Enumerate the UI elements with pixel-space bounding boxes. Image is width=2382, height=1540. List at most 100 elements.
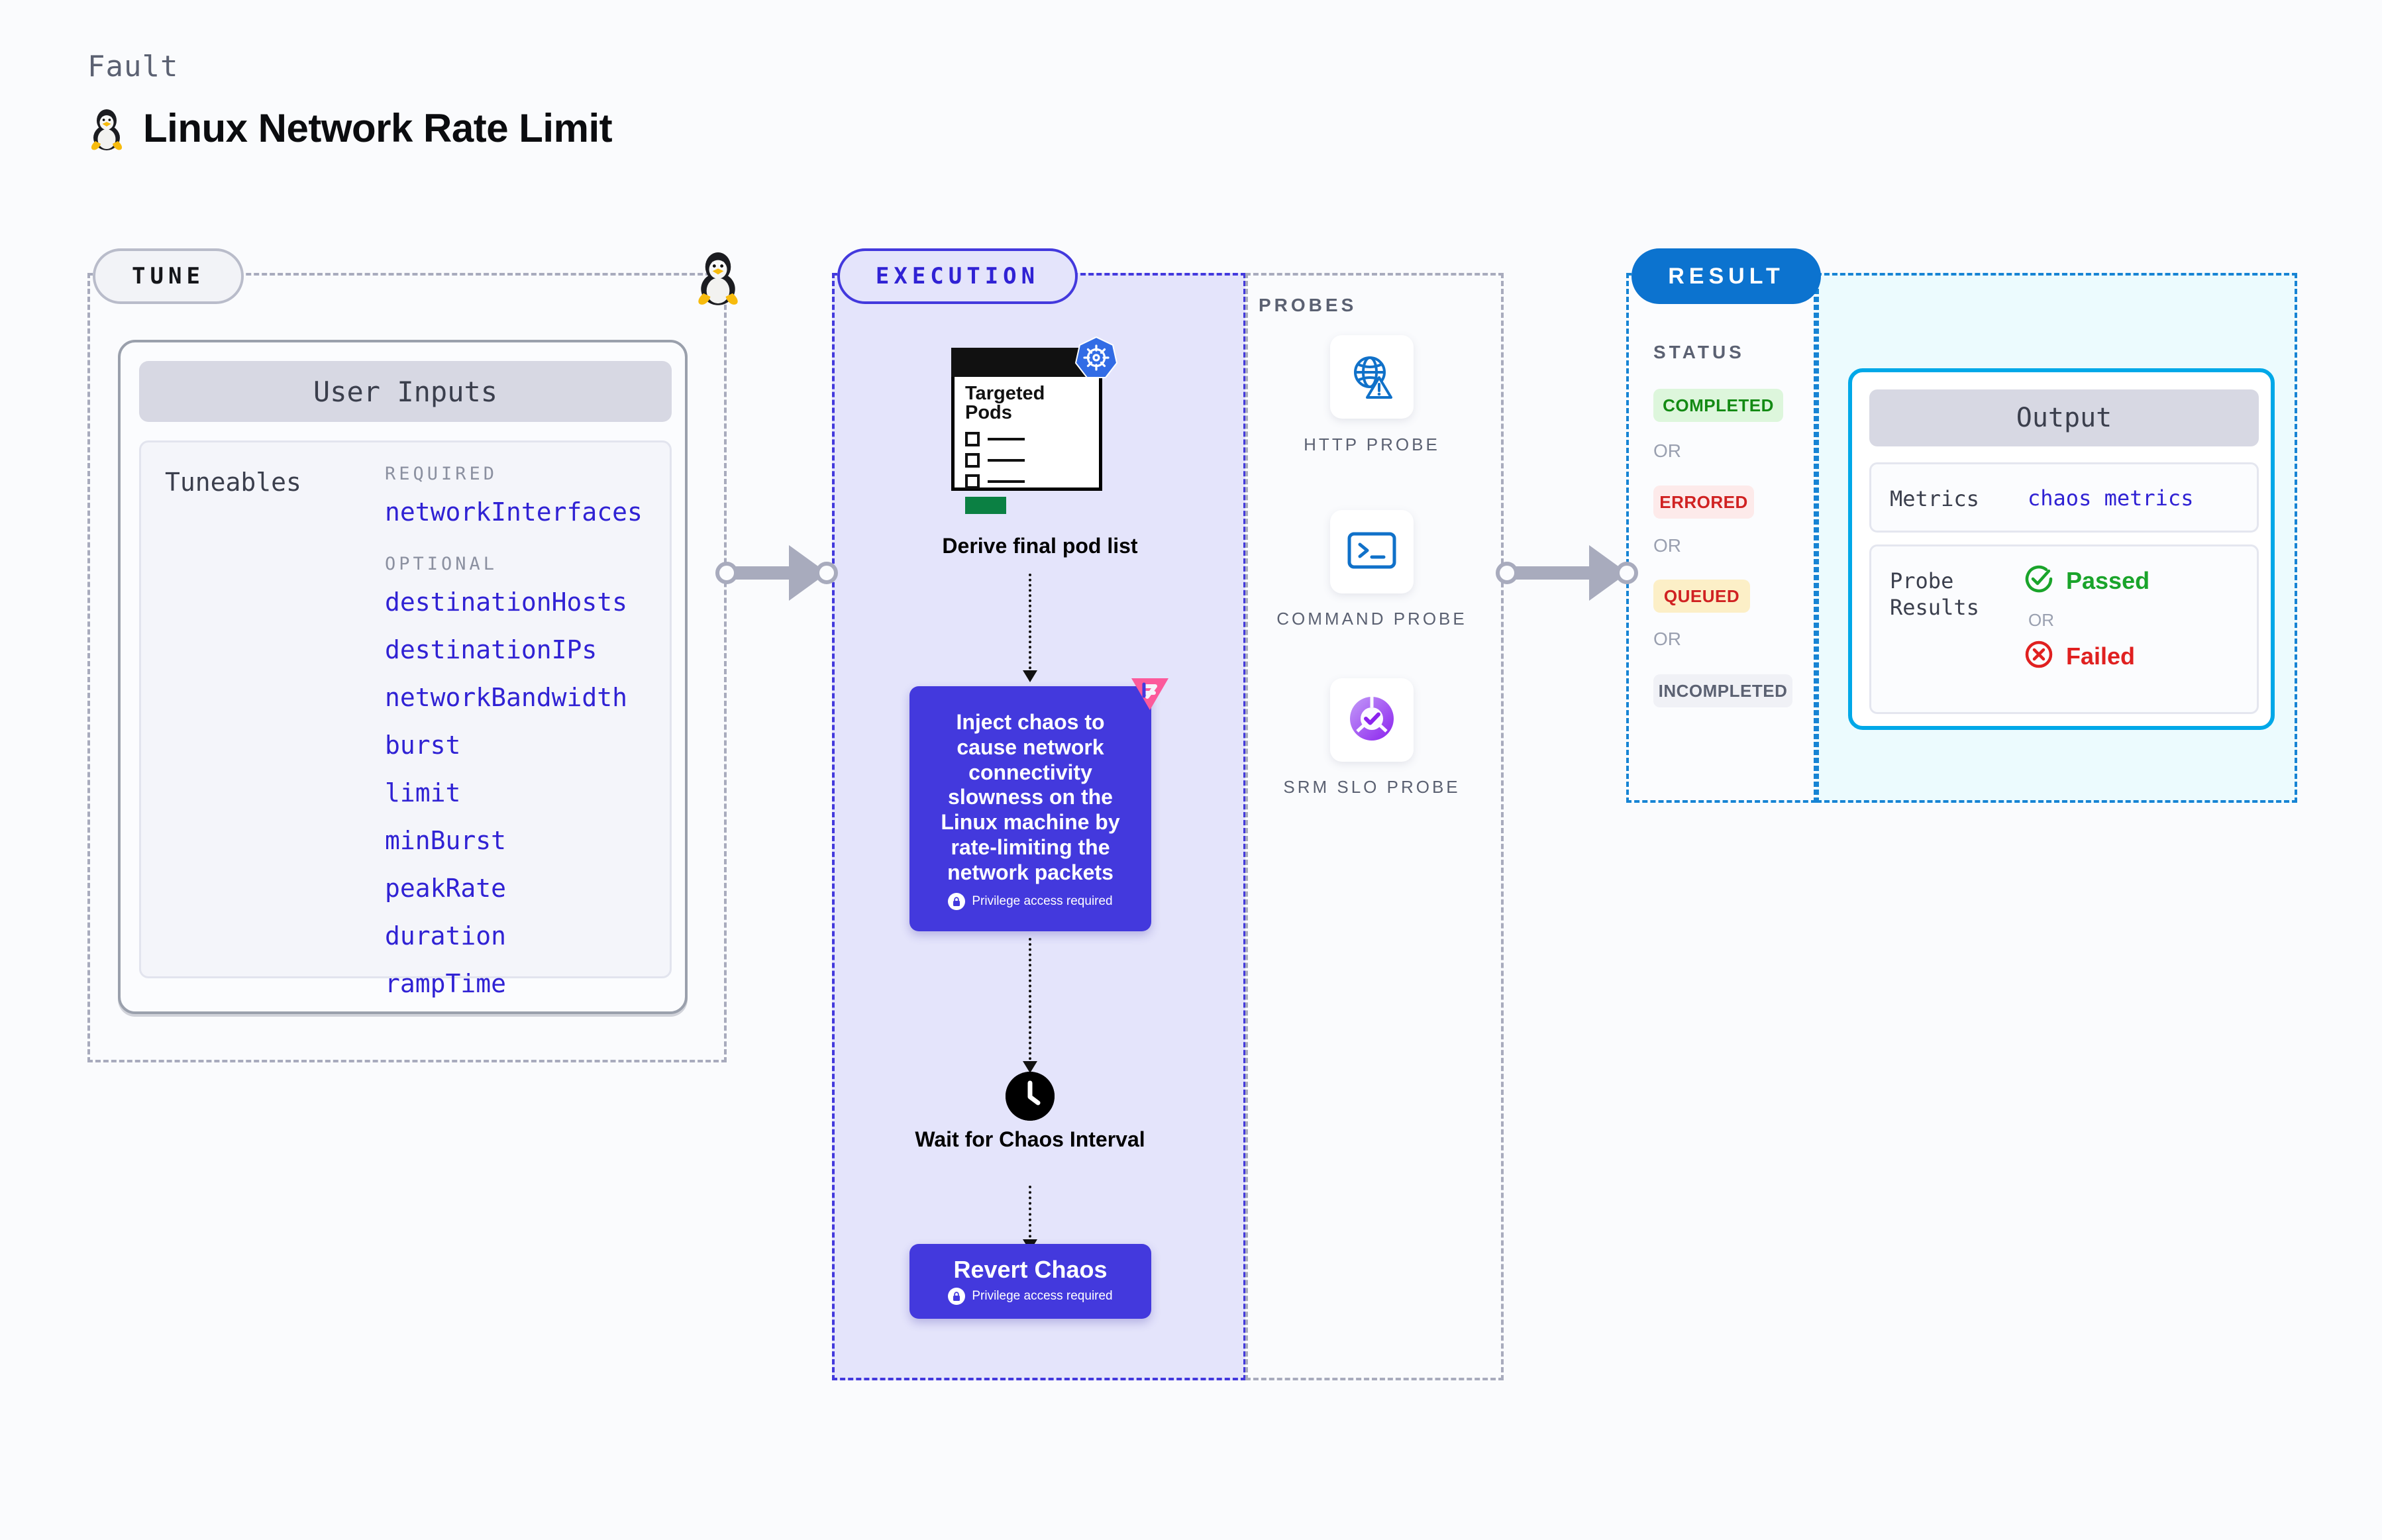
clipboard-row xyxy=(965,453,1025,468)
clipboard-row xyxy=(965,474,1025,489)
tuneable-destinationips[interactable]: destinationIPs xyxy=(385,635,597,664)
targeted-pods-clipboard: Targeted Pods xyxy=(951,348,1102,514)
status-or-1: OR xyxy=(1653,440,1681,461)
check-circle-icon xyxy=(2024,564,2054,597)
tuneables-body: Tuneables REQUIRED networkInterfaces OPT… xyxy=(139,440,672,998)
tuneable-networkbandwidth[interactable]: networkBandwidth xyxy=(385,683,628,712)
status-badge-completed: COMPLETED xyxy=(1653,389,1783,422)
checkbox-icon xyxy=(965,453,980,468)
status-badge-incompleted: INCOMPLETED xyxy=(1653,674,1792,707)
probe-result-failed-row: Failed xyxy=(2024,639,2135,673)
inject-privilege-note-row: Privilege access required xyxy=(909,893,1151,910)
lock-icon xyxy=(948,1288,966,1305)
status-badge-queued: QUEUED xyxy=(1653,580,1750,613)
execution-badge-label: EXECUTION xyxy=(875,263,1040,289)
tuneables-optional-group: OPTIONAL destinationHosts destinationIPs… xyxy=(385,554,627,1017)
result-badge[interactable]: RESULT xyxy=(1631,248,1821,304)
status-badge-errored-label: ERRORED xyxy=(1659,491,1748,512)
probes-panel-region xyxy=(1245,273,1504,1380)
clipboard-row xyxy=(965,432,1025,446)
page-title-row: Linux Network Rate Limit xyxy=(87,105,613,151)
targeted-pods-node: Targeted Pods xyxy=(951,336,1118,514)
probe-result-or: OR xyxy=(2028,610,2054,630)
derive-pod-list-label: Derive final pod list xyxy=(942,534,1138,558)
flow-arrow-wait-to-revert xyxy=(1023,1186,1037,1251)
checkbox-icon xyxy=(965,432,980,446)
line-placeholder xyxy=(988,480,1025,483)
status-badge-completed-label: COMPLETED xyxy=(1663,395,1774,415)
connector-shaft xyxy=(1514,566,1596,580)
metrics-row: Metrics chaos metrics xyxy=(1869,462,2259,533)
tuneable-destinationhosts[interactable]: destinationHosts xyxy=(385,588,628,617)
probes-section-label: PROBES xyxy=(1259,295,1357,315)
tuneable-peakrate[interactable]: peakRate xyxy=(385,874,507,903)
globe-warning-icon xyxy=(1347,351,1396,403)
probe-failed-label: Failed xyxy=(2066,642,2136,670)
clipboard-title-line2: Pods xyxy=(965,402,1012,423)
probe-results-row: Probe Results Passed OR Failed xyxy=(1869,544,2259,714)
tuneable-minburst[interactable]: minBurst xyxy=(385,826,507,855)
line-placeholder xyxy=(988,438,1025,440)
tuneables-label: Tuneables xyxy=(165,468,301,497)
connector-start-dot xyxy=(1496,562,1518,584)
wait-for-chaos-interval-label: Wait for Chaos Interval xyxy=(915,1127,1145,1151)
slo-donut-check-icon xyxy=(1346,693,1398,748)
terminal-icon xyxy=(1347,530,1397,574)
tuneable-networkinterfaces[interactable]: networkInterfaces xyxy=(385,497,643,527)
connector-shaft xyxy=(734,566,796,580)
command-probe-tile[interactable] xyxy=(1330,510,1414,593)
connector-start-dot xyxy=(715,562,738,584)
connector-tune-to-execution xyxy=(715,545,838,601)
tuneable-duration[interactable]: duration xyxy=(385,921,507,950)
tuneables-required-group: REQUIRED networkInterfaces xyxy=(385,464,643,545)
user-inputs-card-header: User Inputs xyxy=(139,361,672,422)
srm-slo-probe-label: SRM SLO PROBE xyxy=(1283,777,1461,797)
kubernetes-helm-icon xyxy=(1074,336,1118,383)
progress-bar-green xyxy=(965,497,1006,514)
inject-chaos-text: Inject chaos to cause network connectivi… xyxy=(941,710,1120,884)
fault-eyebrow-label: Fault xyxy=(87,50,179,83)
connector-execution-to-result xyxy=(1496,545,1638,601)
http-probe-label: HTTP PROBE xyxy=(1304,435,1440,454)
tux-penguin-icon xyxy=(692,246,744,306)
tuneable-ramptime[interactable]: rampTime xyxy=(385,969,507,998)
user-inputs-card: User Inputs Tuneables REQUIRED networkIn… xyxy=(118,340,688,1014)
probe-results-key-line2: Results xyxy=(1890,595,1979,620)
group-label-optional: OPTIONAL xyxy=(385,554,498,574)
clipboard-title: Targeted Pods xyxy=(965,384,1045,423)
metrics-key: Metrics xyxy=(1890,486,1979,511)
lock-icon xyxy=(948,893,966,910)
tune-badge[interactable]: TUNE xyxy=(93,248,244,304)
result-badge-label: RESULT xyxy=(1668,263,1785,289)
checkbox-icon xyxy=(965,474,980,489)
litmuschaos-logo-icon xyxy=(1125,666,1175,720)
tux-penguin-icon xyxy=(87,105,126,151)
x-circle-icon xyxy=(2024,639,2054,673)
metrics-value[interactable]: chaos metrics xyxy=(2028,486,2194,511)
tune-badge-label: TUNE xyxy=(132,263,205,289)
status-badge-queued-label: QUEUED xyxy=(1663,586,1740,606)
connector-end-dot xyxy=(1616,562,1638,584)
tuneable-burst[interactable]: burst xyxy=(385,731,461,760)
flow-arrow-inject-to-wait xyxy=(1023,938,1037,1073)
group-label-required: REQUIRED xyxy=(385,464,498,484)
connector-end-dot xyxy=(815,562,838,584)
status-badge-errored: ERRORED xyxy=(1653,486,1754,519)
clipboard-title-line1: Targeted xyxy=(965,383,1045,404)
revert-chaos-label: Revert Chaos xyxy=(953,1256,1108,1283)
probe-results-key: Probe Results xyxy=(1890,568,1979,621)
output-card: Output Metrics chaos metrics Probe Resul… xyxy=(1848,368,2275,730)
tuneable-limit[interactable]: limit xyxy=(385,778,461,807)
flow-arrow-derive-to-inject xyxy=(1023,574,1037,682)
line-placeholder xyxy=(988,459,1025,462)
user-inputs-title: User Inputs xyxy=(313,375,498,408)
output-card-header: Output xyxy=(1869,389,2259,446)
clock-icon xyxy=(1006,1072,1055,1121)
revert-chaos-card[interactable]: Revert Chaos Privilege access required xyxy=(909,1244,1151,1319)
http-probe-tile[interactable] xyxy=(1330,335,1414,419)
execution-badge[interactable]: EXECUTION xyxy=(837,248,1078,304)
probe-result-passed-row: Passed xyxy=(2024,564,2149,597)
srm-slo-probe-tile[interactable] xyxy=(1330,678,1414,762)
status-badge-incompleted-label: INCOMPLETED xyxy=(1658,680,1788,701)
inject-chaos-card[interactable]: Inject chaos to cause network connectivi… xyxy=(909,686,1151,931)
